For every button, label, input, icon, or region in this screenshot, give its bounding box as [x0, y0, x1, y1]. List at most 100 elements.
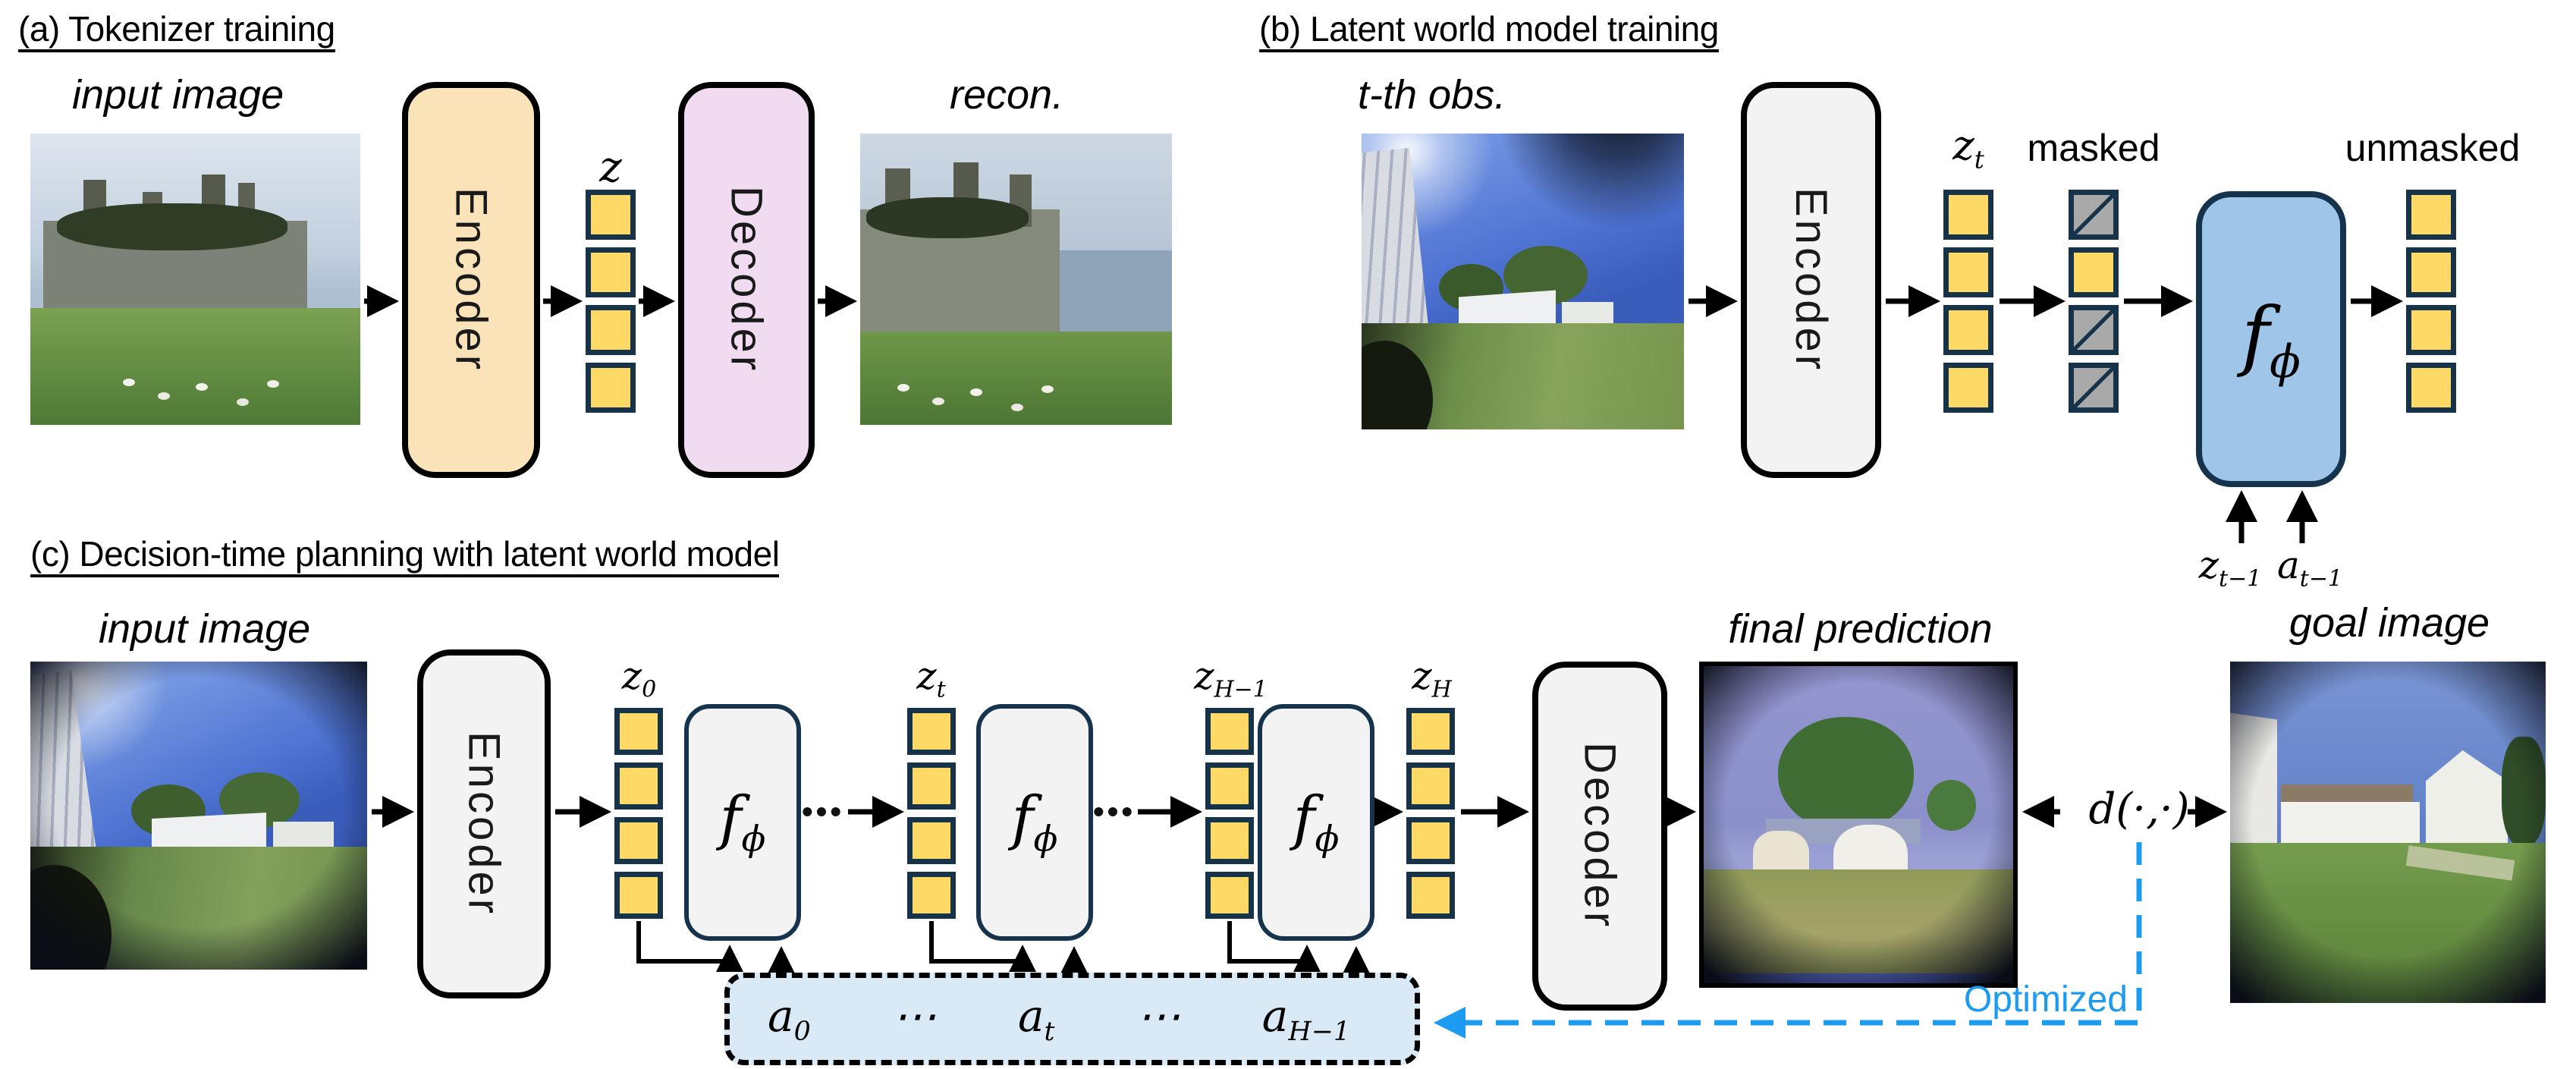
castle-vegetation	[56, 203, 288, 250]
sky	[30, 662, 367, 970]
encoder-a-box: Encoder	[402, 82, 540, 478]
masked-label: masked	[2027, 127, 2160, 169]
latent-token	[1943, 363, 1993, 413]
grass	[30, 846, 367, 970]
latent-token	[1205, 762, 1254, 810]
token-stack-unmasked	[2406, 190, 2456, 413]
left-house-wall	[2230, 712, 2278, 884]
latent-token	[1406, 708, 1455, 755]
masked-token	[2069, 305, 2119, 355]
token-stack-masked	[2069, 190, 2119, 413]
token-stack-zh1	[1205, 708, 1254, 919]
latent-token	[1406, 762, 1455, 810]
prev-action-input-label: at−1	[2276, 543, 2343, 593]
distance-function-label: d(·,·)	[2088, 784, 2190, 834]
final-prediction-photo	[1699, 662, 2018, 988]
grass	[2230, 842, 2546, 1003]
latent-token	[614, 762, 663, 810]
encoder-b-box: Encoder	[1741, 82, 1881, 478]
white-tank	[1833, 825, 1908, 888]
unmasked-label: unmasked	[2345, 127, 2521, 169]
masked-token	[2069, 363, 2119, 413]
encoder-b-label: Encoder	[1786, 187, 1836, 373]
panel-b-obs-photo	[1362, 134, 1684, 429]
latent-token	[586, 190, 636, 240]
latent-token	[614, 872, 663, 919]
big-tree	[1777, 716, 1915, 832]
action-sequence-box: a0 ⋯ at ⋯ aH−1	[724, 973, 1420, 1065]
zh1-label: zH−1	[1194, 654, 1268, 703]
sheep	[897, 384, 910, 392]
panel-c-title: (c) Decision-time planning with latent w…	[30, 536, 780, 578]
sheep	[122, 378, 135, 386]
decoder-a-box: Decoder	[678, 82, 815, 478]
z-label-a: z	[599, 143, 622, 192]
panel-c-input-photo	[30, 662, 367, 970]
latent-token	[1943, 305, 1993, 355]
panel-b-obs-label: t-th obs.	[1358, 72, 1506, 118]
latent-token	[1406, 817, 1455, 864]
latent-token	[1943, 190, 1993, 240]
recurrent-elbow-arrows	[636, 921, 1370, 973]
action-at: at	[1017, 990, 1055, 1048]
castle-vegetation	[866, 197, 1029, 239]
token-stack-zt-c	[907, 708, 956, 919]
token-stack-zt	[1943, 190, 1993, 413]
world-model-label: fϕ	[719, 784, 766, 860]
right-house	[2425, 750, 2508, 860]
dark-trees	[2501, 737, 2546, 846]
action-a0: a0	[768, 990, 811, 1048]
token-stack-z	[586, 190, 636, 413]
sun-glare	[30, 662, 367, 970]
latent-token	[2406, 305, 2456, 355]
token-stack-z0	[614, 708, 663, 919]
encoder-c-label: Encoder	[459, 731, 509, 917]
panel-a-recon-label: recon.	[950, 72, 1064, 118]
latent-token	[1406, 872, 1455, 919]
zt-label-c: zt	[916, 654, 946, 703]
latent-token	[2406, 363, 2456, 413]
goal-image-label: goal image	[2289, 600, 2490, 646]
path	[2405, 845, 2515, 881]
token-stack-zh	[1406, 708, 1455, 919]
latent-token	[614, 708, 663, 755]
world-model-box-b: fϕ	[2196, 191, 2346, 487]
latent-token	[907, 708, 956, 755]
panel-a-input-photo	[30, 134, 360, 425]
latent-token	[586, 305, 636, 355]
action-ellipsis: ⋯	[892, 990, 937, 1042]
latent-token	[907, 872, 956, 919]
sky	[2230, 662, 2546, 1003]
z0-label: z0	[621, 654, 657, 703]
world-model-label: fϕ	[2241, 290, 2301, 388]
white-tank	[1753, 831, 1809, 885]
panel-a-recon-photo	[860, 134, 1172, 425]
encoder-c-box: Encoder	[417, 649, 551, 998]
black-arrows	[364, 285, 2403, 828]
decoder-a-label: Decoder	[721, 186, 771, 374]
optimized-label: Optimized	[1963, 979, 2128, 1020]
dry-grass	[1704, 869, 2013, 983]
zt-label-b: zt	[1952, 121, 1984, 174]
far-structures	[1765, 818, 1921, 844]
latent-token	[1205, 708, 1254, 755]
latent-token	[614, 817, 663, 864]
panel-a-title: (a) Tokenizer training	[18, 11, 335, 53]
encoder-a-label: Encoder	[446, 187, 496, 373]
latent-token	[2069, 247, 2119, 297]
latent-token	[1205, 817, 1254, 864]
goal-image-photo	[2230, 662, 2546, 1003]
tree	[1926, 780, 1977, 832]
decoder-c-box: Decoder	[1532, 662, 1667, 1011]
action-ellipsis: ⋯	[1136, 990, 1181, 1042]
white-house	[151, 813, 266, 862]
panel-b-title: (b) Latent world model training	[1259, 11, 1719, 53]
panel-c-input-label: input image	[99, 606, 311, 652]
zh-label: zH	[1412, 654, 1452, 703]
latent-token	[2406, 247, 2456, 297]
final-prediction-label: final prediction	[1728, 606, 1993, 652]
lake	[1053, 250, 1172, 332]
world-model-box-3: fϕ	[1258, 704, 1374, 941]
tree	[218, 772, 300, 828]
latent-token	[586, 363, 636, 413]
